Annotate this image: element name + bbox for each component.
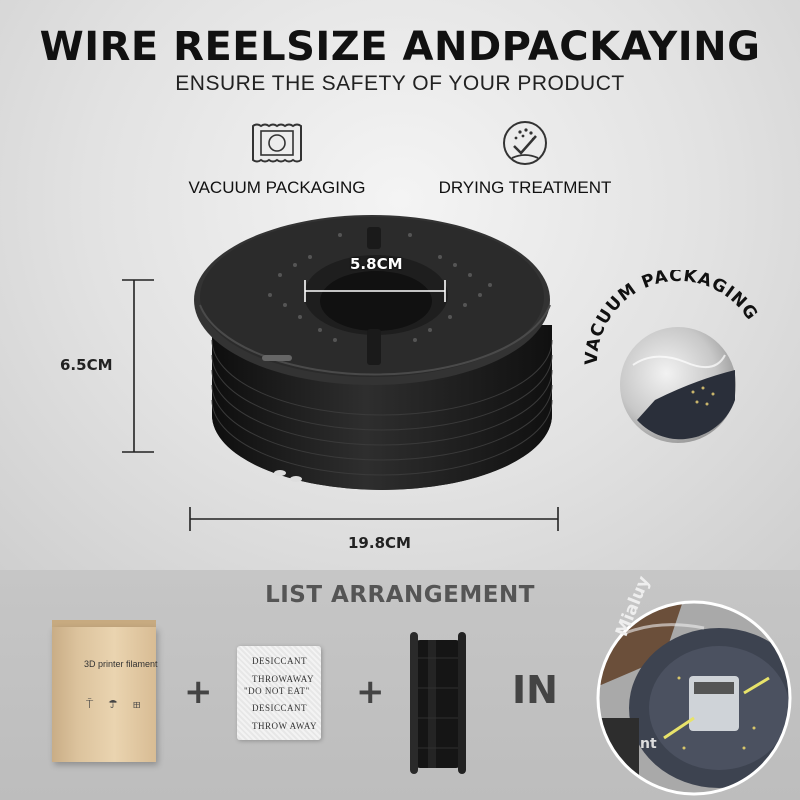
list-arrangement-title: LIST ARRANGEMENT	[265, 582, 535, 608]
vacuum-bag-icon	[252, 123, 302, 163]
box-top-edge	[52, 620, 156, 630]
width-label: 19.8CM	[348, 534, 411, 552]
desiccant-text: "DO NOT EAT"	[244, 686, 310, 696]
drying-droplets-icon	[503, 121, 547, 165]
filament-spool-image	[194, 215, 553, 490]
desiccant-text: THROWAWAY	[252, 674, 314, 684]
vacuum-packaging-badge: VACUUM PACKAGING	[582, 270, 761, 443]
inner-diameter-arrow	[304, 280, 446, 302]
feature-label: VACUUM PACKAGING	[188, 178, 366, 197]
plus-sign: +	[356, 672, 385, 712]
cardboard-box-image	[52, 627, 156, 762]
desiccant-text: DESICCANT	[252, 703, 308, 713]
brand-partial-label: nt	[640, 736, 657, 752]
small-spool-image	[410, 632, 466, 774]
feature-vacuum-packaging: VACUUM PACKAGING	[157, 120, 397, 198]
box-label: 3D printer filament	[84, 659, 158, 669]
desiccant-pack-image	[237, 646, 321, 740]
page-subtitle: ENSURE THE SAFETY OF YOUR PRODUCT	[175, 72, 625, 95]
desiccant-text: THROW AWAY	[252, 721, 318, 731]
feature-drying-treatment: DRYING TREATMENT	[405, 120, 645, 198]
desiccant-text: DESICCANT	[252, 656, 308, 666]
height-dimension-line	[122, 279, 154, 453]
in-label: IN	[512, 668, 558, 712]
width-dimension-line	[189, 507, 559, 531]
box-handling-icons: ⍑ ☂ ⊞	[86, 697, 147, 711]
height-label: 6.5CM	[60, 356, 113, 374]
packaged-spool-photo	[596, 600, 792, 796]
feature-label: DRYING TREATMENT	[438, 178, 612, 197]
inner-diameter-label: 5.8CM	[350, 255, 403, 273]
plus-sign: +	[184, 672, 213, 712]
page-title: WIRE REELSIZE ANDPACKAYING	[39, 24, 761, 70]
